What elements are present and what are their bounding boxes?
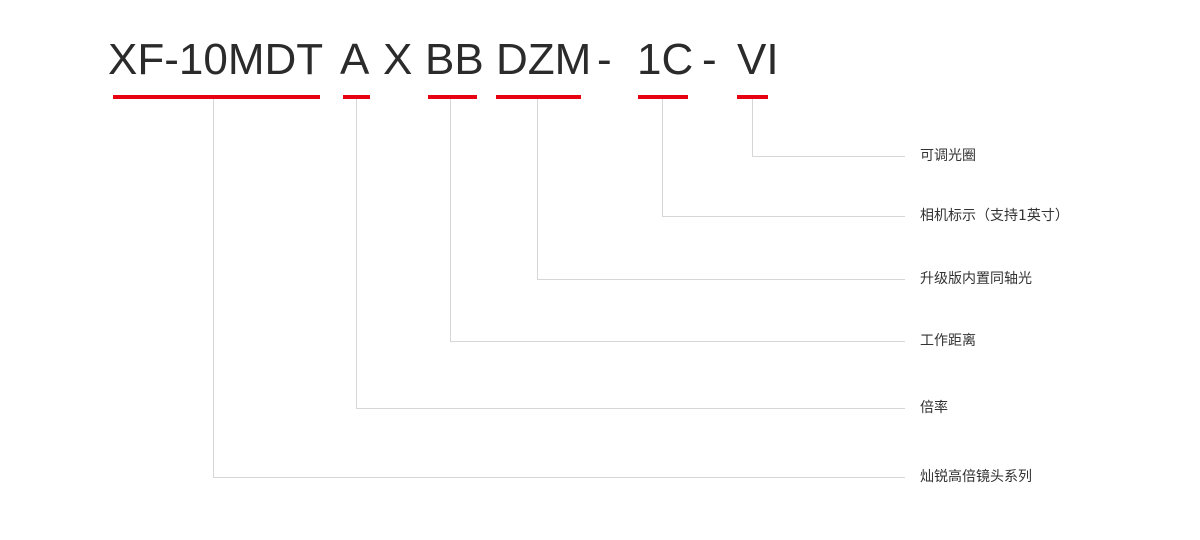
magnification-connector-vertical [356,99,357,408]
camera-underline [638,95,688,99]
working-distance-connector-horizontal [450,341,905,342]
series-label: 灿锐高倍镜头系列 [920,469,1032,485]
working-distance-connector-vertical [450,99,451,341]
magnification-code: A [340,35,370,84]
coaxial-connector-horizontal [537,279,905,280]
working-distance-code: BB [425,35,484,84]
coaxial-connector-vertical [537,99,538,279]
camera-code: 1C [637,35,694,84]
aperture-connector-vertical [752,99,753,156]
times-symbol: X [383,35,413,84]
dash-separator: - [702,35,717,84]
series-underline [113,95,320,99]
magnification-underline [343,95,370,99]
working-distance-underline [428,95,477,99]
aperture-connector-horizontal [752,156,905,157]
camera-label: 相机标示（支持1英寸） [920,208,1069,224]
camera-connector-horizontal [662,216,905,217]
coaxial-code: DZM [496,35,592,84]
working-distance-label: 工作距离 [920,333,976,349]
magnification-label: 倍率 [920,400,948,416]
series-connector-horizontal [213,477,905,478]
series-connector-vertical [213,99,214,477]
magnification-connector-horizontal [356,408,905,409]
series-code: XF-10MDT [108,35,324,84]
aperture-code: VI [737,35,779,84]
dash-separator: - [597,35,612,84]
coaxial-underline [496,95,581,99]
camera-connector-vertical [662,99,663,216]
aperture-underline [737,95,768,99]
coaxial-label: 升级版内置同轴光 [920,271,1032,287]
aperture-label: 可调光圈 [920,148,976,164]
